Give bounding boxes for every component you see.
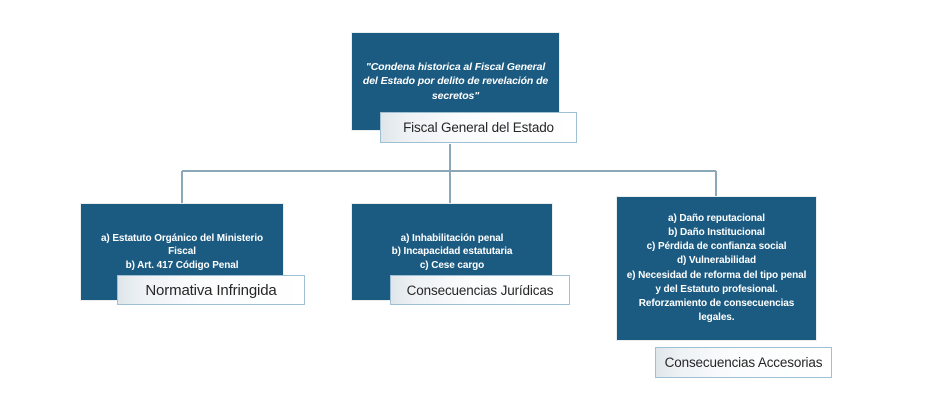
node-item: c) Cese cargo xyxy=(419,259,485,271)
node-item: a) Estatuto Orgánico del Ministerio Fisc… xyxy=(100,233,264,258)
node-item: a) Daño reputacional xyxy=(668,212,765,224)
node-normativa-infringida-text: a) Estatuto Orgánico del Ministerio Fisc… xyxy=(81,232,283,272)
node-root-text: "Condena historica al Fiscal General del… xyxy=(362,60,549,102)
label-consecuencias-accesorias-text: Consecuencias Accesorias xyxy=(664,355,823,370)
label-consecuencias-juridicas-text: Consecuencias Jurídicas xyxy=(406,282,554,298)
node-consecuencias-accesorias-text: a) Daño reputacional b) Daño Institucion… xyxy=(617,212,816,326)
label-root-text: Fiscal General del Estado xyxy=(403,120,554,135)
node-item: e) Necesidad de reforma del tipo penal y… xyxy=(626,269,807,324)
label-normativa-infringida[interactable]: Normativa Infringida xyxy=(117,275,305,305)
label-normativa-infringida-text: Normativa Infringida xyxy=(145,281,277,299)
node-item: b) Incapacidad estatutaria xyxy=(391,246,513,258)
node-item: c) Pérdida de confianza social xyxy=(646,241,787,253)
node-consecuencias-accesorias: a) Daño reputacional b) Daño Institucion… xyxy=(617,197,816,340)
label-consecuencias-juridicas[interactable]: Consecuencias Jurídicas xyxy=(390,275,570,305)
node-consecuencias-juridicas-text: a) Inhabilitación penal b) Incapacidad e… xyxy=(384,232,521,272)
node-item: b) Art. 417 Código Penal xyxy=(125,259,239,271)
node-item: b) Daño Institucional xyxy=(668,226,765,238)
node-item: d) Vulnerabilidad xyxy=(676,255,757,267)
label-root[interactable]: Fiscal General del Estado xyxy=(380,112,577,143)
label-consecuencias-accesorias[interactable]: Consecuencias Accesorias xyxy=(655,347,832,378)
node-item: a) Inhabilitación penal xyxy=(400,233,504,245)
